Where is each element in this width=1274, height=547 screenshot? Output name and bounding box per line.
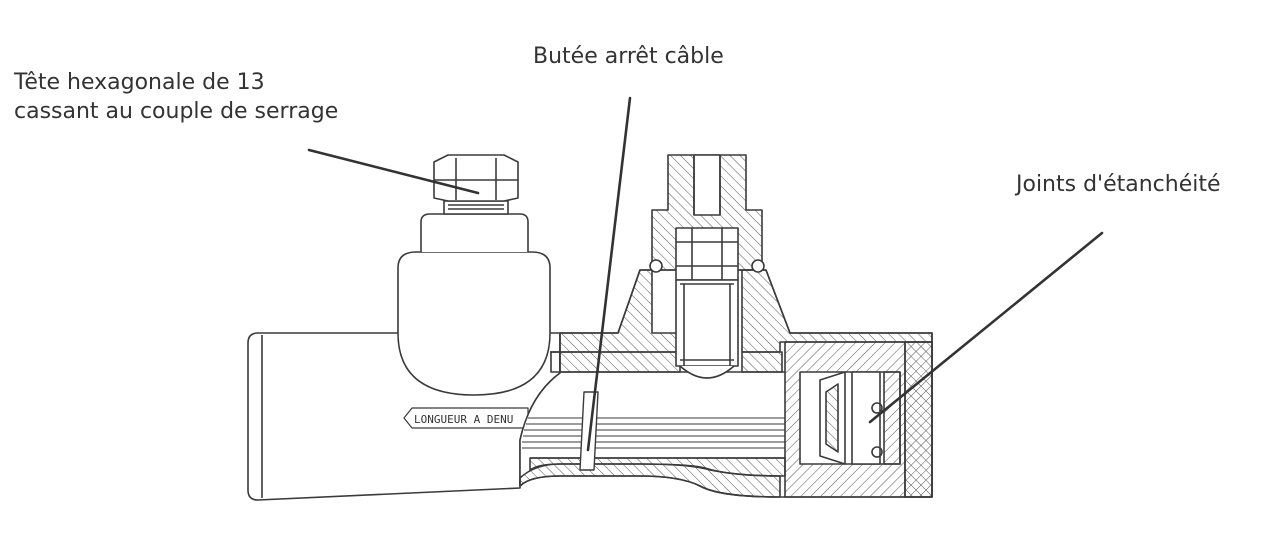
leader-head (307, 148, 480, 195)
top-screw-boss (649, 154, 765, 379)
leader-joints (868, 231, 1104, 424)
leader-stop (586, 96, 632, 452)
engraving-arrow: LONGUEUR A DENU (403, 407, 529, 429)
hexagon-head (433, 154, 519, 202)
annotation-hex-head: Tête hexagonale de 13 cassant au couple … (14, 68, 338, 126)
annotation-hex-head-line2: cassant au couple de serrage (14, 99, 339, 124)
annotation-cable-stop: Butée arrêt câble (533, 44, 724, 69)
shear-bolt (397, 154, 551, 396)
engraving-text: LONGUEUR A DENU (414, 413, 513, 426)
annotation-hex-head-line1: Tête hexagonale de 13 (14, 70, 265, 95)
seal-rings (819, 371, 901, 465)
annotation-seals: Joints d'étanchéité (1016, 172, 1221, 197)
right-body-section (519, 269, 933, 498)
